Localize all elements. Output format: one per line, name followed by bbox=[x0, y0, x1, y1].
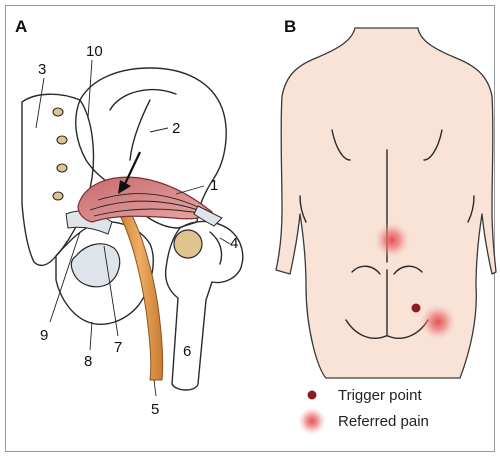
arrow-head-icon bbox=[118, 180, 131, 194]
femur-bone bbox=[164, 220, 244, 391]
ilium-bone bbox=[75, 67, 227, 229]
referred-pain-back bbox=[374, 222, 410, 258]
leader-3 bbox=[35, 77, 45, 129]
legend-trigger-label: Trigger point bbox=[338, 387, 422, 404]
referred-pain-buttock bbox=[420, 304, 456, 340]
sacral-foramen bbox=[52, 191, 64, 201]
ilium-crest-inner bbox=[109, 89, 177, 111]
left-armpit-line bbox=[299, 195, 307, 223]
trigger-point-mark bbox=[411, 303, 421, 313]
sacral-foramen bbox=[56, 135, 68, 145]
panel-a-letter: A bbox=[15, 17, 27, 36]
label-8: 8 bbox=[84, 353, 92, 370]
arrow-icon bbox=[123, 151, 141, 187]
label-1: 1 bbox=[210, 177, 218, 194]
leader-2 bbox=[149, 127, 169, 133]
panel-b: B Trigger point Referred pain bbox=[275, 17, 497, 435]
legend-pain-label: Referred pain bbox=[338, 413, 429, 430]
leader-4 bbox=[219, 237, 231, 245]
panel-a: A bbox=[15, 17, 244, 418]
label-4: 4 bbox=[230, 235, 238, 252]
greater-trochanter-line bbox=[209, 231, 223, 265]
body-silhouette bbox=[275, 27, 497, 379]
piriformis-fiber bbox=[89, 200, 205, 213]
ilium-fossa-line bbox=[129, 99, 151, 161]
label-9: 9 bbox=[40, 327, 48, 344]
leader-5 bbox=[153, 379, 157, 397]
label-2: 2 bbox=[172, 120, 180, 137]
leader-7 bbox=[103, 245, 119, 337]
legend-pain-icon bbox=[298, 407, 326, 435]
label-3: 3 bbox=[38, 61, 46, 78]
label-6: 6 bbox=[183, 343, 191, 360]
piriformis-tendon bbox=[193, 205, 223, 227]
leader-8 bbox=[89, 321, 93, 351]
leader-1 bbox=[175, 185, 205, 195]
sacral-foramen bbox=[52, 107, 64, 117]
leader-9 bbox=[49, 231, 81, 323]
right-armpit-line bbox=[467, 195, 475, 223]
leader-10 bbox=[87, 59, 93, 119]
buttock-left-curve bbox=[345, 319, 387, 339]
piriformis-fiber bbox=[93, 208, 205, 217]
right-scapula-line bbox=[423, 129, 443, 161]
obturator-foramen bbox=[70, 243, 121, 288]
femoral-head bbox=[173, 229, 203, 259]
label-7: 7 bbox=[114, 339, 122, 356]
sciatic-nerve bbox=[115, 203, 164, 381]
gluteal-right bbox=[393, 265, 423, 275]
label-10: 10 bbox=[86, 43, 103, 60]
piriformis-fiber bbox=[97, 193, 201, 209]
label-5: 5 bbox=[151, 401, 159, 418]
panel-b-letter: B bbox=[284, 17, 296, 36]
legend-trigger-icon bbox=[307, 390, 317, 400]
sacral-foramen bbox=[56, 163, 68, 173]
left-scapula-line bbox=[331, 129, 351, 161]
gluteal-left bbox=[351, 265, 381, 275]
